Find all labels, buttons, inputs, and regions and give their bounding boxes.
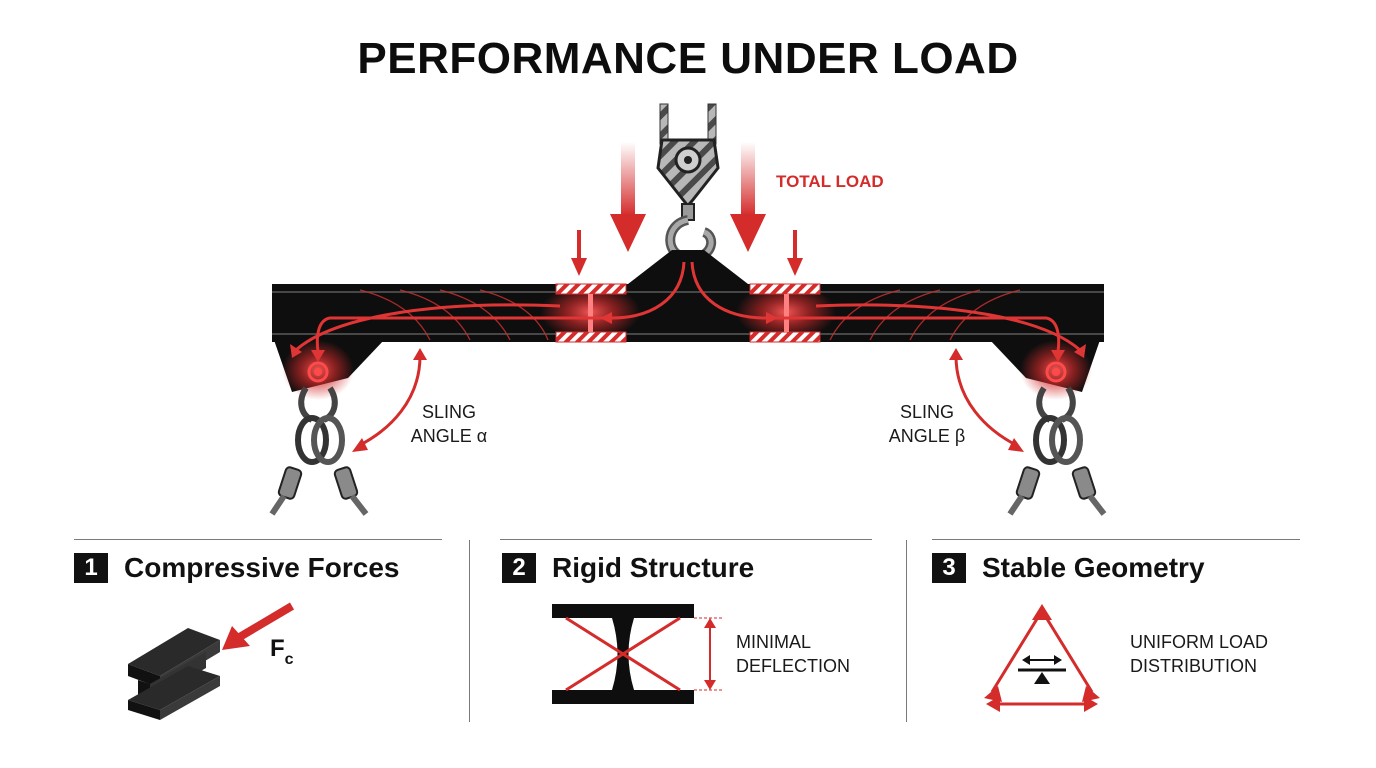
- total-load-arrows: [571, 142, 803, 276]
- panel-title: Stable Geometry: [982, 552, 1205, 583]
- uniform-load-line2: DISTRIBUTION: [1130, 656, 1258, 676]
- panel-separator-1: [469, 540, 470, 722]
- sling-angle-left-label: SLING ANGLE α: [404, 400, 494, 448]
- sling-angle-right-line1: SLING: [899, 402, 955, 422]
- spreader-beam: [272, 250, 1104, 400]
- i-beam-icon: [128, 628, 220, 720]
- sling-angle-left-line1: SLING: [421, 402, 477, 422]
- sling-angle-right-label: SLING ANGLE β: [882, 400, 972, 448]
- sling-angle-left-line2: ANGLE α: [410, 426, 488, 446]
- panel-compressive-forces: 1 Compressive Forces: [74, 552, 399, 584]
- i-section-icon: [552, 604, 722, 704]
- panel-separator-2: [906, 540, 907, 722]
- panel-stable-geometry: 3 Stable Geometry: [932, 552, 1205, 584]
- panel-number-badge: 2: [502, 553, 536, 583]
- sling-angle-arcs: [357, 355, 1019, 448]
- panel-divider-1: [74, 539, 442, 540]
- panel-title: Compressive Forces: [124, 552, 400, 583]
- panel-number-badge: 3: [932, 553, 966, 583]
- right-sling: [1007, 386, 1107, 516]
- total-load-label: TOTAL LOAD: [776, 172, 884, 191]
- panel-number-badge: 1: [74, 553, 108, 583]
- page-title: PERFORMANCE UNDER LOAD: [357, 34, 1019, 83]
- panel-divider-2: [500, 539, 872, 540]
- beam-end-brackets: [274, 340, 1100, 392]
- compressive-force-arrow: [222, 602, 295, 650]
- pulley-block: [656, 138, 720, 209]
- uniform-load-line1: UNIFORM LOAD: [1130, 632, 1269, 652]
- minimal-deflection-label: MINIMAL DEFLECTION: [736, 630, 850, 678]
- panel-title: Rigid Structure: [552, 552, 755, 583]
- force-label: Fc: [270, 635, 294, 668]
- minimal-deflection-line2: DEFLECTION: [736, 656, 851, 676]
- panel-rigid-structure: 2 Rigid Structure: [502, 552, 754, 584]
- minimal-deflection-line1: MINIMAL: [736, 632, 812, 652]
- uniform-load-label: UNIFORM LOAD DISTRIBUTION: [1130, 630, 1268, 678]
- crane-cables: [659, 103, 717, 145]
- left-sling: [269, 386, 369, 516]
- crane-hook: [665, 203, 717, 264]
- sling-angle-right-line2: ANGLE β: [888, 426, 966, 446]
- panel-divider-3: [932, 539, 1300, 540]
- stable-triangle-icon: [984, 604, 1100, 712]
- lifting-pins: [307, 361, 1067, 383]
